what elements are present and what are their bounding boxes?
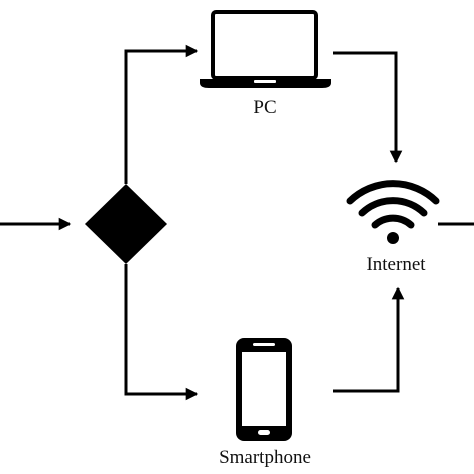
decision-diamond: [85, 184, 167, 264]
laptop-icon: [200, 10, 331, 88]
decision-to-pc-arrow: [124, 44, 199, 184]
decision-to-smartphone-arrow: [124, 264, 199, 401]
internet-label: Internet: [366, 254, 426, 275]
smartphone-icon: [236, 338, 292, 441]
smartphone-label: Smartphone: [219, 447, 311, 468]
wifi-icon: [346, 180, 440, 229]
pc-label: PC: [253, 97, 276, 118]
wifi-dot: [387, 232, 399, 244]
smartphone-to-internet-arrow: [333, 286, 405, 393]
pc-to-internet-arrow: [333, 51, 403, 164]
